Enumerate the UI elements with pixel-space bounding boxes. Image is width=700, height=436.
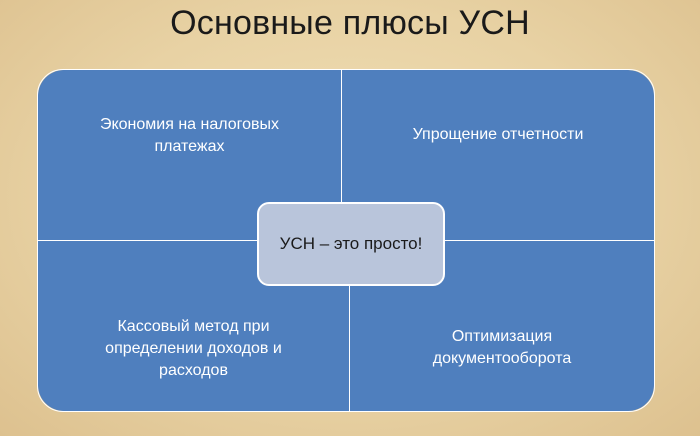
quadrant-text: Кассовый метод при определении доходов и… bbox=[38, 316, 349, 382]
quadrant-line: определении доходов и bbox=[105, 340, 282, 357]
quadrant-line: Экономия на налоговых bbox=[99, 116, 280, 133]
quadrant-line: расходов bbox=[159, 362, 228, 379]
center-label: УСН – это просто! bbox=[279, 234, 423, 253]
quadrant-text: Оптимизация документооборота bbox=[350, 326, 654, 370]
quadrant-tax-savings: Экономия на налоговых платежах bbox=[38, 70, 342, 241]
quadrant-line: Кассовый метод при bbox=[117, 318, 270, 335]
quadrant-text: Экономия на налоговых платежах bbox=[38, 114, 341, 158]
quadrant-line: документооборота bbox=[432, 350, 572, 367]
quadrant-cash-method: Кассовый метод при определении доходов и… bbox=[38, 241, 350, 411]
quadrant-line: Оптимизация bbox=[451, 328, 553, 345]
quadrant-text: Упрощение отчетности bbox=[342, 124, 654, 146]
center-box: УСН – это просто! bbox=[257, 202, 445, 286]
quadrant-line: платежах bbox=[154, 138, 225, 155]
quadrant-line: Упрощение отчетности bbox=[412, 126, 584, 143]
slide-title: Основные плюсы УСН bbox=[170, 4, 530, 42]
